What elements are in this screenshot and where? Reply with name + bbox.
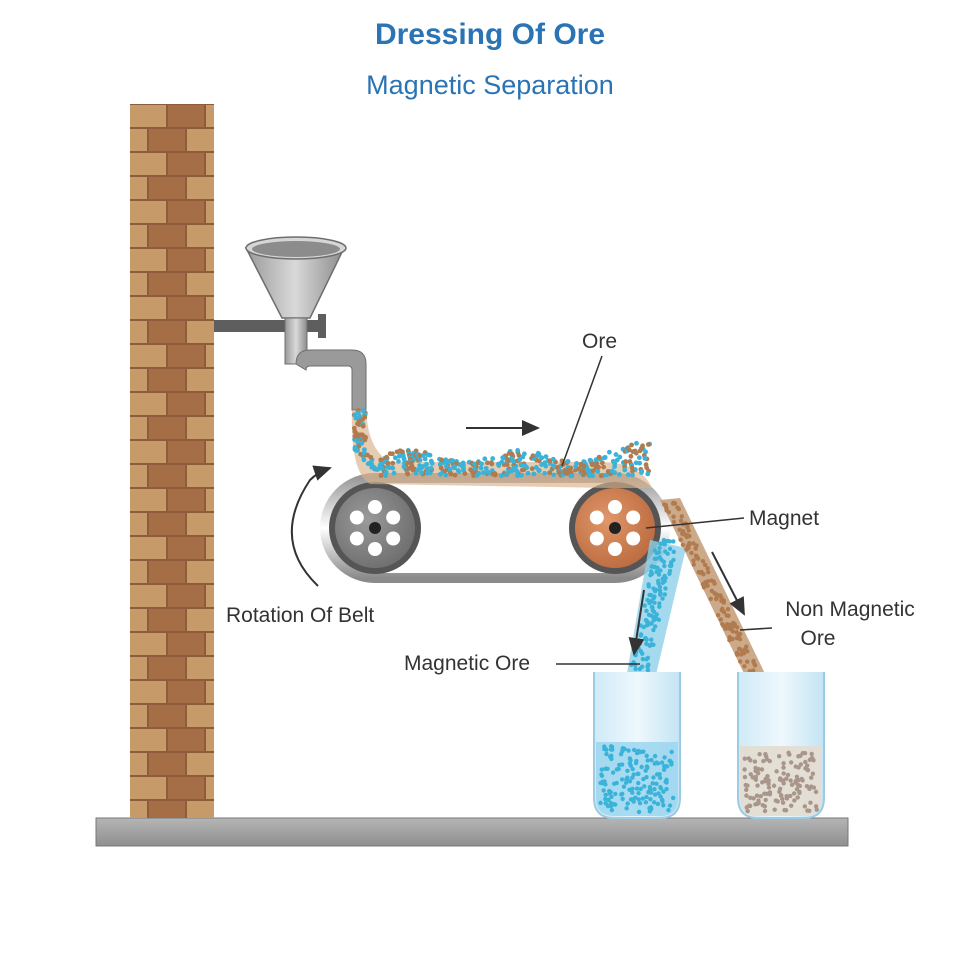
leader-line-ore xyxy=(561,355,603,467)
label-rotation-of-belt: Rotation Of Belt xyxy=(226,604,375,627)
idle-pulley xyxy=(329,482,421,574)
label-magnet: Magnet xyxy=(749,507,820,530)
hopper-bracket-plate xyxy=(318,314,326,338)
leader-line-non-magnetic-ore xyxy=(739,627,773,631)
diagram-title: Dressing Of Ore xyxy=(374,18,606,51)
diagram-subtitle: Magnetic Separation xyxy=(366,70,614,100)
label-ore: Ore xyxy=(582,330,618,353)
leader-line-magnet xyxy=(645,517,745,529)
label-non-magnetic-ore-line2: Ore xyxy=(800,627,836,650)
rotation-arrow-icon xyxy=(290,465,332,587)
hopper-funnel xyxy=(244,236,367,411)
magnet-pulley xyxy=(569,482,661,574)
label-magnetic-ore: Magnetic Ore xyxy=(404,652,531,675)
base-platform xyxy=(95,817,849,847)
arrow-down-icon xyxy=(628,589,645,656)
arrow-down-icon xyxy=(711,551,745,616)
brick-wall xyxy=(130,104,214,818)
beaker-particles xyxy=(598,744,819,815)
label-non-magnetic-ore-line1: Non Magnetic xyxy=(785,598,915,621)
ore-particles xyxy=(351,408,793,752)
